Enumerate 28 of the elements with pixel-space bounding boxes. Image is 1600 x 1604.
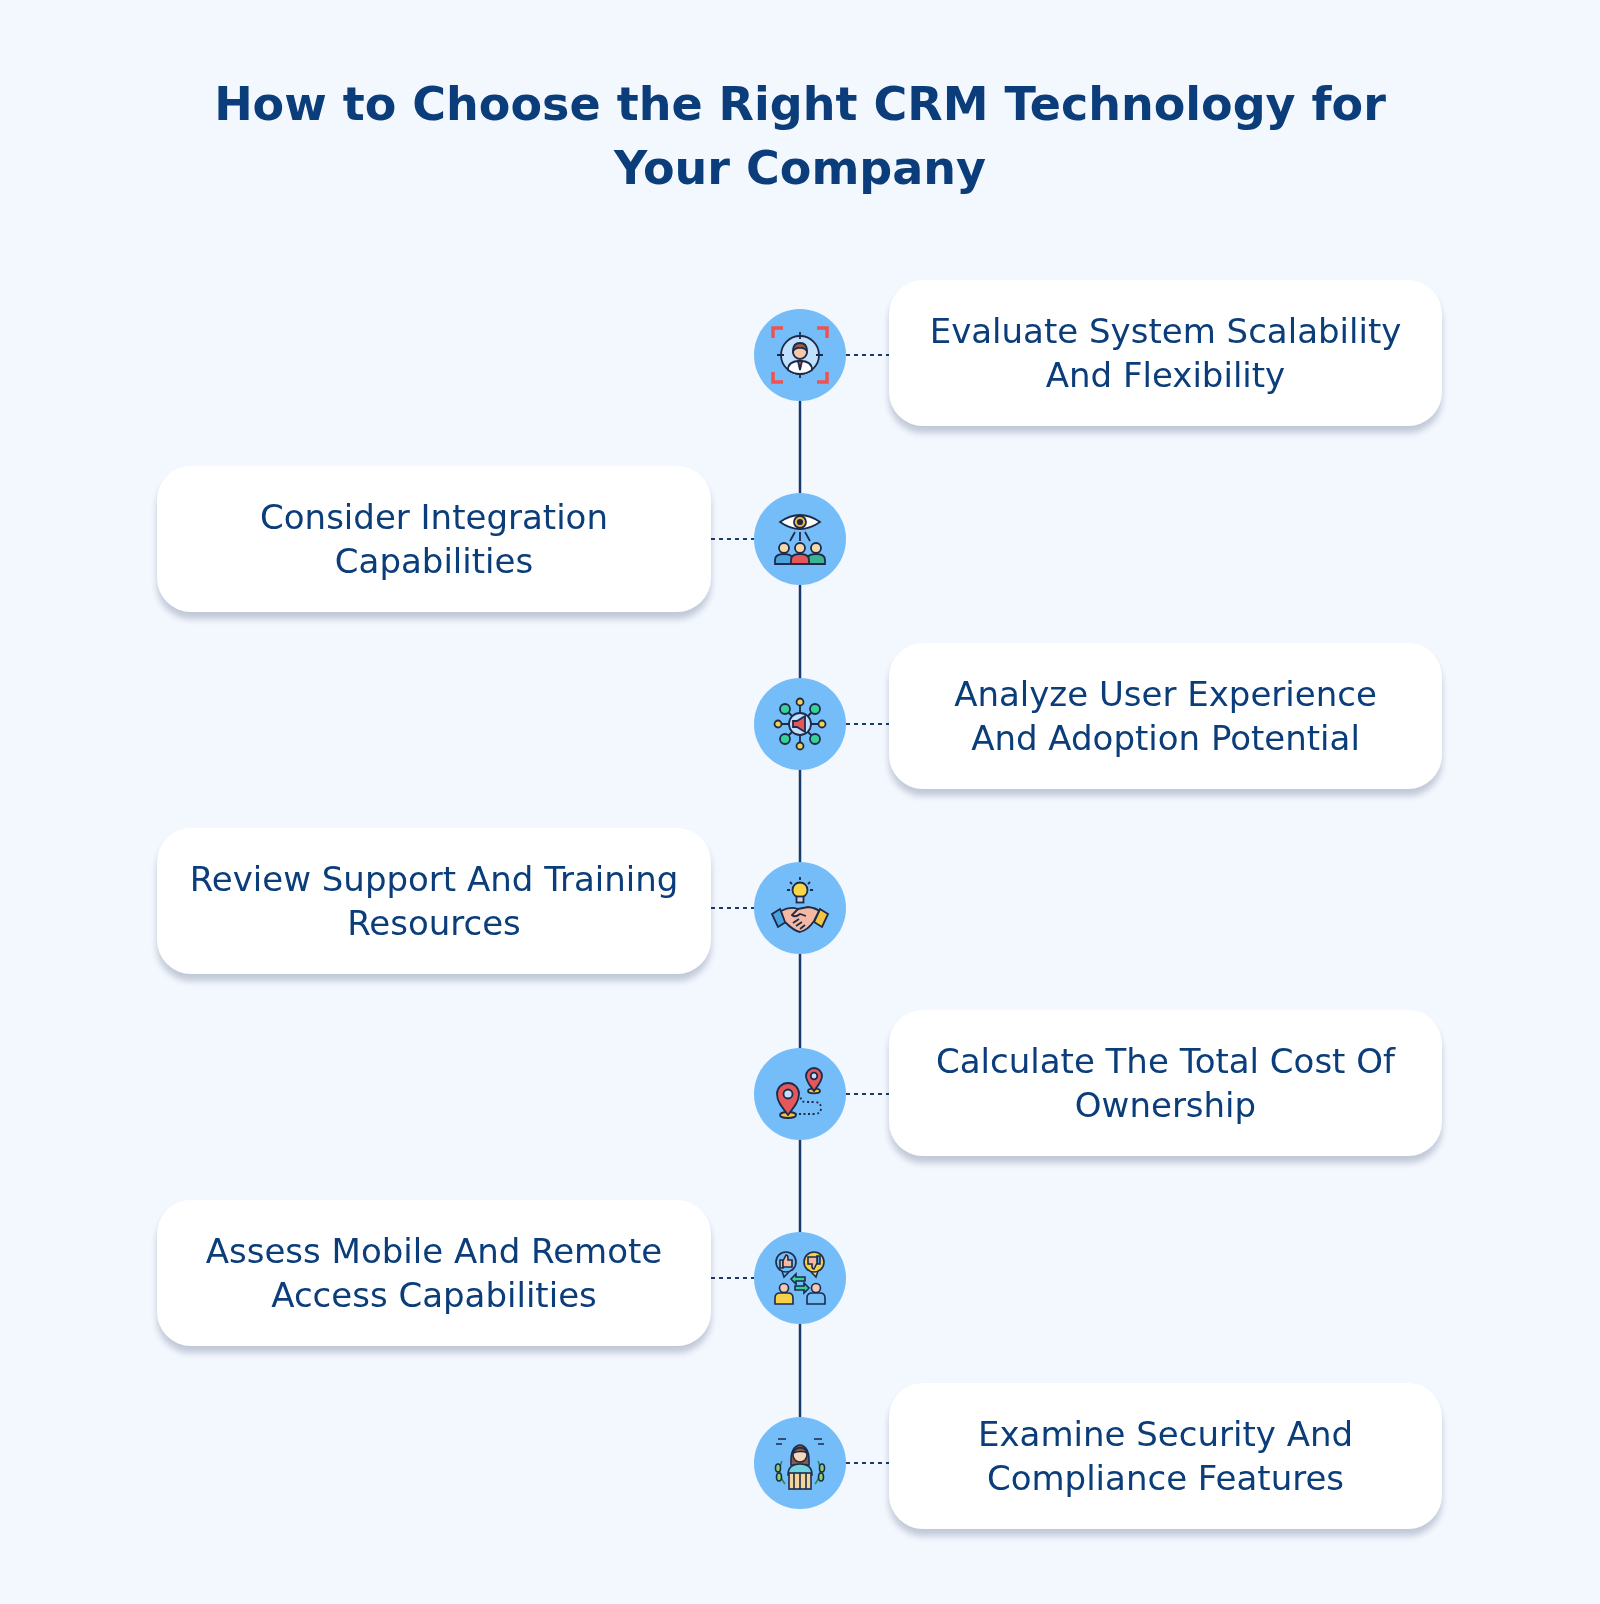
- dotted-connector: [845, 723, 890, 725]
- step-text: Consider Integration Capabilities: [259, 496, 609, 583]
- step-card: [889, 280, 1442, 426]
- step-text: Review Support And Training Resources: [188, 858, 680, 945]
- dotted-connector: [710, 538, 755, 540]
- dotted-connector: [845, 1093, 890, 1095]
- timeline-line: [798, 770, 802, 862]
- step-text: Evaluate System Scalability And Flexibility: [928, 310, 1403, 397]
- timeline-line: [798, 1140, 802, 1232]
- timeline-line: [798, 954, 802, 1048]
- step-card: [157, 828, 711, 974]
- dotted-connector: [710, 907, 755, 909]
- step-card: [889, 1010, 1442, 1156]
- diagram-title: How to Choose the Right CRM Technology for Your Company: [213, 76, 1387, 197]
- dotted-connector: [845, 1462, 890, 1464]
- timeline-line: [798, 1324, 802, 1417]
- timeline-line: [798, 585, 802, 678]
- step-card: [157, 1200, 711, 1346]
- step-text: Analyze User Experience And Adoption Potential: [953, 673, 1378, 760]
- dotted-connector: [710, 1277, 755, 1279]
- step-text: Assess Mobile And Remote Access Capabilities: [204, 1230, 664, 1317]
- step-card: [889, 1383, 1442, 1529]
- dotted-connector: [845, 354, 890, 356]
- step-text: Calculate The Total Cost Of Ownership: [935, 1040, 1397, 1127]
- step-card: [889, 643, 1442, 789]
- timeline-line: [798, 401, 802, 493]
- step-card: [157, 466, 711, 612]
- step-text: Examine Security And Compliance Features: [976, 1413, 1355, 1500]
